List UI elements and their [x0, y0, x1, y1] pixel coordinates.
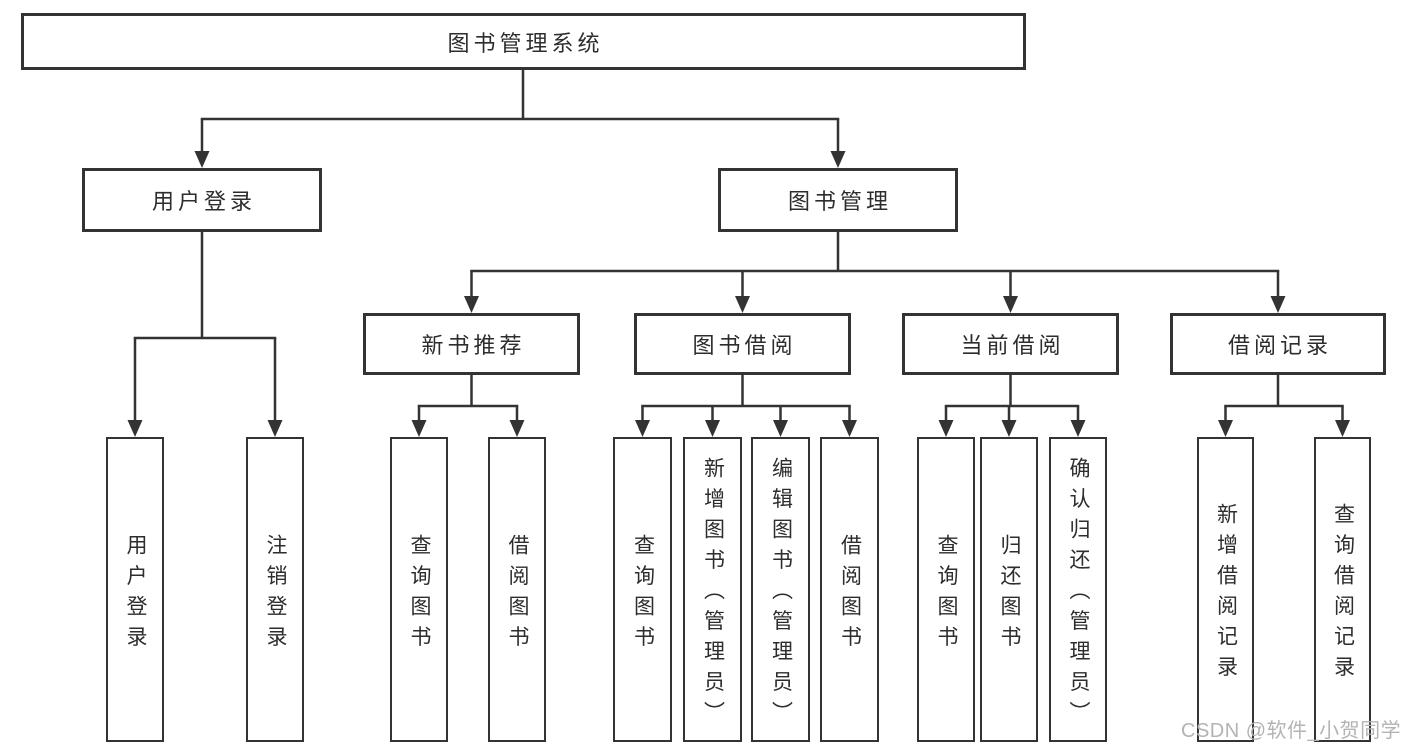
node-label: 当前借阅: [960, 333, 1065, 358]
leaf-label: 查询借阅记录: [1331, 503, 1355, 686]
leaf-label: 查询图书: [935, 533, 959, 656]
leaf-borrow-books-recommend: 借阅图书: [488, 437, 546, 742]
node-library-management-system: 图书管理系统: [21, 13, 1026, 70]
leaf-label: 注销登录: [264, 533, 288, 656]
leaf-label: 新增图书（管理员）: [701, 457, 725, 732]
node-book-management-branch: 图书管理: [718, 168, 958, 232]
node-label: 图书管理: [787, 189, 892, 214]
node-current-borrowing: 当前借阅: [902, 313, 1119, 375]
node-book-borrowing: 图书借阅: [634, 313, 851, 375]
node-label: 图书管理系统: [447, 30, 604, 56]
leaf-label: 借阅图书: [838, 533, 862, 656]
leaf-label: 归还图书: [998, 533, 1022, 656]
node-label: 借阅记录: [1227, 333, 1332, 358]
leaf-borrow-books: 借阅图书: [820, 437, 879, 742]
node-label: 新书推荐: [421, 333, 526, 358]
leaf-label: 确认归还（管理员）: [1067, 457, 1091, 732]
leaf-user-login: 用户登录: [106, 437, 164, 742]
leaf-label: 查询图书: [408, 533, 432, 656]
leaf-edit-books-admin: 编辑图书（管理员）: [751, 437, 810, 742]
leaf-query-books-borrowing: 查询图书: [613, 437, 672, 742]
leaf-label: 借阅图书: [506, 533, 530, 656]
leaf-query-borrow-record: 查询借阅记录: [1314, 437, 1371, 742]
leaf-label: 新增借阅记录: [1214, 503, 1238, 686]
leaf-logout: 注销登录: [246, 437, 304, 742]
node-borrowing-records: 借阅记录: [1170, 313, 1386, 375]
leaf-label: 编辑图书（管理员）: [769, 457, 793, 732]
node-new-book-recommendation: 新书推荐: [363, 313, 580, 375]
leaf-add-borrow-record: 新增借阅记录: [1197, 437, 1254, 742]
leaf-label: 用户登录: [124, 533, 148, 656]
leaf-return-books: 归还图书: [980, 437, 1038, 742]
leaf-label: 查询图书: [631, 533, 655, 656]
leaf-query-books-recommend: 查询图书: [390, 437, 448, 742]
node-label: 用户登录: [151, 189, 256, 214]
node-label: 图书借阅: [692, 333, 797, 358]
leaf-query-books-current: 查询图书: [917, 437, 975, 742]
node-user-login-branch: 用户登录: [82, 168, 322, 232]
csdn-watermark: CSDN @软件_小贺同学: [1181, 720, 1402, 742]
leaf-confirm-return-admin: 确认归还（管理员）: [1049, 437, 1107, 742]
leaf-add-books-admin: 新增图书（管理员）: [683, 437, 742, 742]
